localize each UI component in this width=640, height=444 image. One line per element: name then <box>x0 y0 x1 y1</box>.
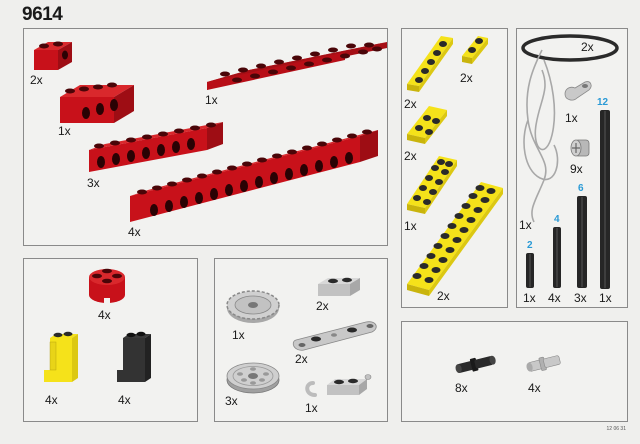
yellow-plate-1x2-icon <box>460 32 490 64</box>
qty-label: 1x <box>565 111 578 125</box>
pulley-wheel-icon <box>225 360 281 394</box>
qty-label: 4x <box>128 225 141 239</box>
qty-label: 1x <box>599 291 612 305</box>
axle-length-label: 6 <box>578 183 584 194</box>
qty-label: 2x <box>460 71 473 85</box>
qty-label: 8x <box>455 381 468 395</box>
red-brick-1x4-icon <box>58 79 136 127</box>
red-brick-1x16-icon <box>128 129 383 226</box>
qty-label: 4x <box>528 381 541 395</box>
string-icon <box>522 49 572 230</box>
axle-4-icon <box>552 227 562 289</box>
qty-label: 2x <box>437 289 450 303</box>
gray-pin-icon <box>524 354 564 372</box>
qty-label: 2x <box>404 149 417 163</box>
red-round-brick-icon <box>86 265 128 305</box>
set-number: 9614 <box>22 4 63 25</box>
yellow-plate-1x6-icon <box>405 32 455 92</box>
qty-label: 1x <box>205 93 218 107</box>
yellow-panel-icon <box>44 330 84 386</box>
axle-length-label: 12 <box>597 97 609 108</box>
qty-label: 1x <box>523 291 536 305</box>
qty-label: 1x <box>305 401 318 415</box>
qty-label: 1x <box>232 328 245 342</box>
qty-label: 4x <box>45 393 58 407</box>
qty-label: 2x <box>30 73 43 87</box>
axle-length-label: 4 <box>554 214 560 225</box>
gray-plate-1x2-icon <box>316 276 362 298</box>
rubber-band-icon <box>520 33 620 63</box>
technic-plate-1x6-icon <box>292 318 380 352</box>
qty-label: 4x <box>98 308 111 322</box>
plate-with-hook-icon <box>303 371 373 401</box>
axle-2-icon <box>525 253 535 289</box>
qty-label: 1x <box>519 218 532 232</box>
axle-12-icon <box>599 110 611 290</box>
qty-label: 3x <box>574 291 587 305</box>
qty-label: 2x <box>316 299 329 313</box>
black-panel-icon <box>117 330 157 386</box>
qty-label: 1x <box>404 219 417 233</box>
qty-label: 9x <box>570 162 583 176</box>
gear-24-tooth-icon <box>225 290 281 324</box>
qty-label: 1x <box>58 124 71 138</box>
black-friction-pin-icon <box>453 355 497 374</box>
yellow-plate-2x2-icon <box>405 104 450 144</box>
pins-box <box>401 321 628 422</box>
qty-label: 3x <box>87 176 100 190</box>
red-brick-1x2-icon <box>30 40 75 72</box>
qty-label: 3x <box>225 394 238 408</box>
qty-label: 4x <box>118 393 131 407</box>
qty-label: 2x <box>581 40 594 54</box>
yellow-plate-2x12-icon <box>405 178 505 298</box>
liftarm-icon <box>563 80 593 104</box>
bush-icon <box>569 137 591 159</box>
qty-label: 2x <box>295 352 308 366</box>
red-brick-1x8-icon <box>87 122 227 176</box>
footer-code: 12 06 31 <box>606 426 626 432</box>
yellow-plate-2x6-icon <box>405 152 460 218</box>
qty-label: 2x <box>404 97 417 111</box>
axle-length-label: 2 <box>527 240 533 251</box>
qty-label: 4x <box>548 291 561 305</box>
red-plate-2x12-icon <box>205 40 390 96</box>
axle-6-icon <box>576 196 588 289</box>
